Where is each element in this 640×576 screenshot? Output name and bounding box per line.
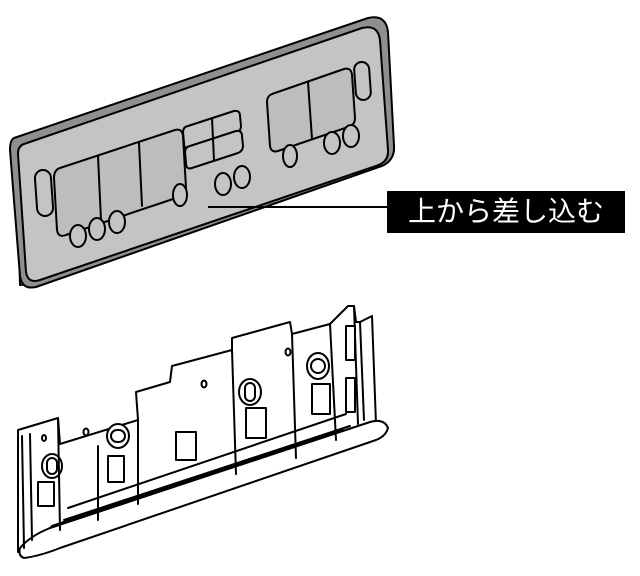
callout-label: 上から差し込む xyxy=(387,191,625,233)
remote-side-buttons xyxy=(33,60,372,217)
bracket-mounting-slots xyxy=(41,352,330,479)
remote-center-buttons xyxy=(182,109,244,170)
bracket-cutouts xyxy=(37,383,331,507)
remote-controller xyxy=(9,16,396,289)
bracket-side-tabs xyxy=(345,325,356,413)
bracket-back-plate xyxy=(17,305,377,553)
bracket-screw-holes xyxy=(41,347,292,442)
remote-round-buttons xyxy=(69,124,360,248)
wall-bracket xyxy=(17,305,389,559)
